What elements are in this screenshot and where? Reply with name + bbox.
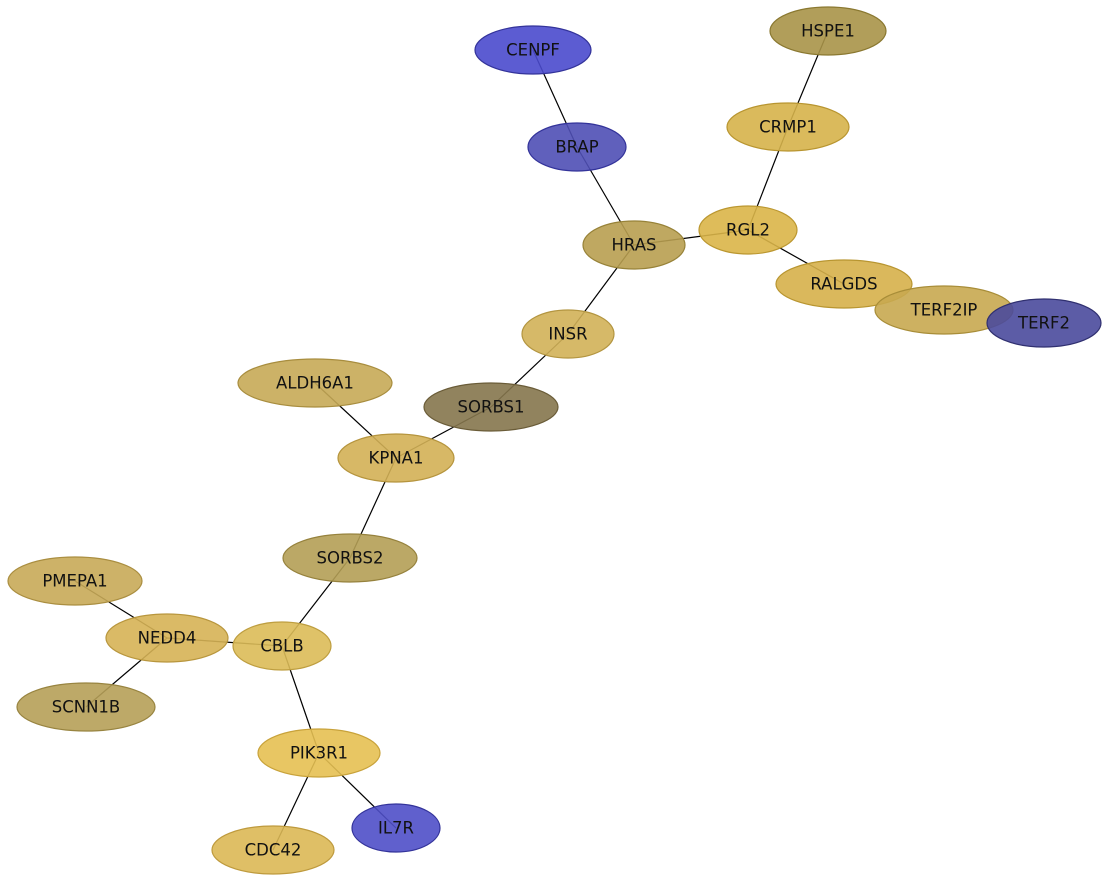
node-label-cdc42: CDC42 — [245, 841, 302, 860]
node-shape-hras[interactable] — [582, 220, 686, 270]
node-shape-hspe1[interactable] — [769, 6, 887, 56]
node-shape-sorbs1[interactable] — [423, 382, 559, 432]
node-brap[interactable]: BRAP — [527, 122, 627, 172]
node-label-cenpf: CENPF — [506, 41, 560, 60]
node-shape-sorbs2[interactable] — [282, 533, 418, 583]
node-terf2[interactable]: TERF2 — [986, 298, 1102, 348]
node-shape-brap[interactable] — [527, 122, 627, 172]
node-hspe1[interactable]: HSPE1 — [769, 6, 887, 56]
node-shape-kpna1[interactable] — [337, 433, 455, 483]
node-label-terf2ip: TERF2IP — [910, 301, 978, 320]
node-shape-rgl2[interactable] — [698, 205, 798, 255]
node-hras[interactable]: HRAS — [582, 220, 686, 270]
node-kpna1[interactable]: KPNA1 — [337, 433, 455, 483]
node-insr[interactable]: INSR — [521, 309, 615, 359]
node-label-brap: BRAP — [555, 138, 598, 157]
node-label-sorbs1: SORBS1 — [458, 398, 525, 417]
node-label-rgl2: RGL2 — [726, 221, 770, 240]
node-label-cblb: CBLB — [260, 637, 303, 656]
node-label-hras: HRAS — [612, 236, 657, 255]
node-shape-cblb[interactable] — [232, 621, 332, 671]
node-shape-terf2[interactable] — [986, 298, 1102, 348]
node-cdc42[interactable]: CDC42 — [211, 825, 335, 875]
node-label-insr: INSR — [548, 325, 587, 344]
node-shape-nedd4[interactable] — [105, 613, 229, 663]
node-rgl2[interactable]: RGL2 — [698, 205, 798, 255]
node-scnn1b[interactable]: SCNN1B — [16, 682, 156, 732]
node-il7r[interactable]: IL7R — [351, 803, 441, 853]
node-ralgds[interactable]: RALGDS — [775, 259, 913, 309]
node-label-pik3r1: PIK3R1 — [290, 744, 348, 763]
node-shape-scnn1b[interactable] — [16, 682, 156, 732]
node-cblb[interactable]: CBLB — [232, 621, 332, 671]
node-pmepa1[interactable]: PMEPA1 — [7, 556, 143, 606]
node-shape-crmp1[interactable] — [726, 102, 850, 152]
node-label-kpna1: KPNA1 — [369, 449, 424, 468]
node-pik3r1[interactable]: PIK3R1 — [257, 728, 381, 778]
node-sorbs2[interactable]: SORBS2 — [282, 533, 418, 583]
node-label-scnn1b: SCNN1B — [52, 698, 121, 717]
node-shape-ralgds[interactable] — [775, 259, 913, 309]
node-label-pmepa1: PMEPA1 — [42, 572, 107, 591]
node-shape-aldh6a1[interactable] — [237, 358, 393, 408]
node-shape-cdc42[interactable] — [211, 825, 335, 875]
node-label-il7r: IL7R — [378, 819, 414, 838]
node-shape-cenpf[interactable] — [474, 25, 592, 75]
node-label-nedd4: NEDD4 — [138, 629, 197, 648]
node-label-sorbs2: SORBS2 — [317, 549, 384, 568]
node-nedd4[interactable]: NEDD4 — [105, 613, 229, 663]
node-aldh6a1[interactable]: ALDH6A1 — [237, 358, 393, 408]
node-label-ralgds: RALGDS — [810, 275, 877, 294]
node-shape-il7r[interactable] — [351, 803, 441, 853]
node-label-terf2: TERF2 — [1017, 314, 1070, 333]
edge-layer — [74, 30, 845, 851]
node-shape-pik3r1[interactable] — [257, 728, 381, 778]
node-label-hspe1: HSPE1 — [801, 22, 855, 41]
node-shape-pmepa1[interactable] — [7, 556, 143, 606]
node-label-crmp1: CRMP1 — [759, 118, 817, 137]
node-sorbs1[interactable]: SORBS1 — [423, 382, 559, 432]
node-terf2ip[interactable]: TERF2IP — [874, 285, 1014, 335]
node-cenpf[interactable]: CENPF — [474, 25, 592, 75]
node-shape-insr[interactable] — [521, 309, 615, 359]
node-crmp1[interactable]: CRMP1 — [726, 102, 850, 152]
node-label-aldh6a1: ALDH6A1 — [276, 374, 354, 393]
